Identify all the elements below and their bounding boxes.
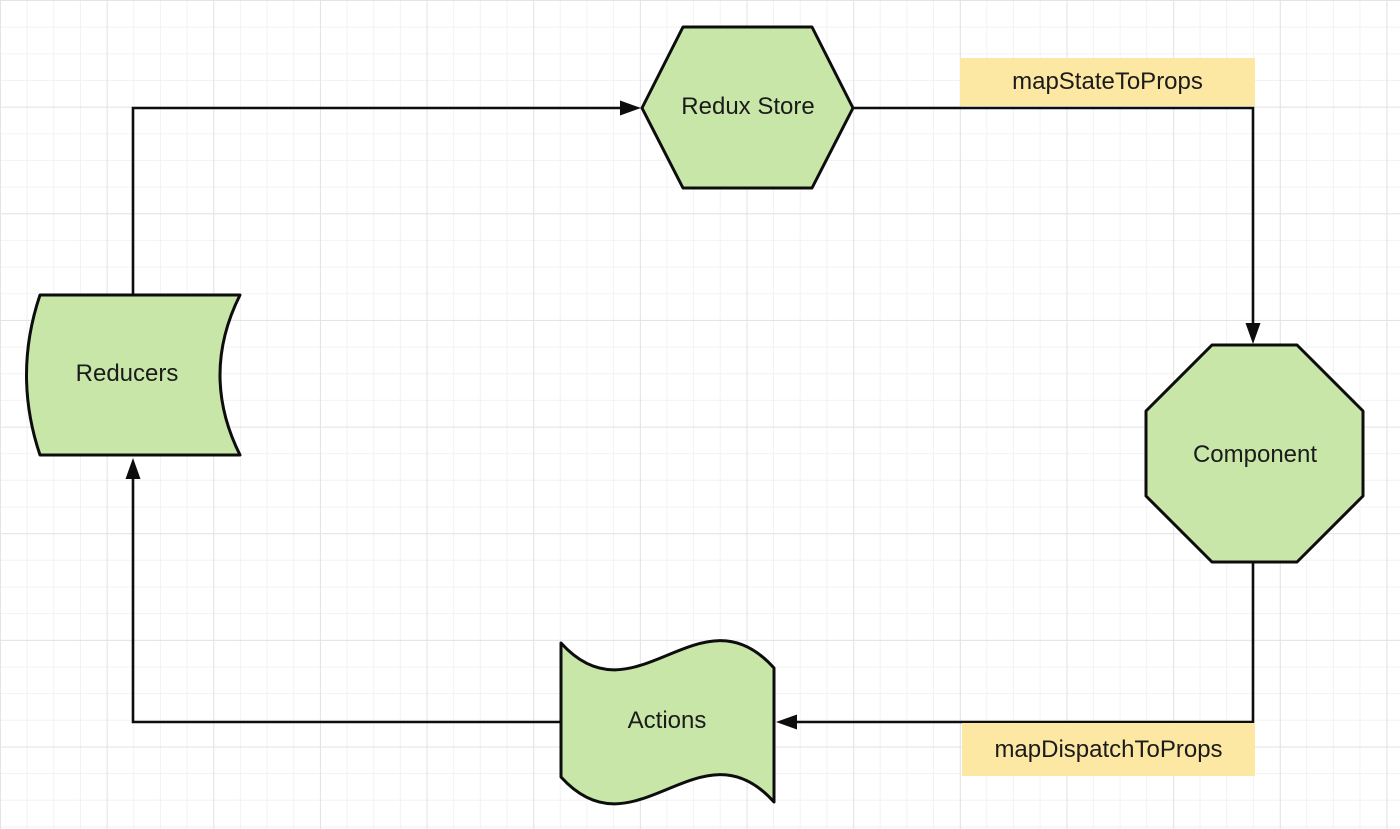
arrowhead-down-icon bbox=[1245, 323, 1261, 344]
edge-label-map-dispatch-to-props: mapDispatchToProps bbox=[962, 723, 1255, 776]
node-redux-store-shape bbox=[640, 25, 855, 190]
node-reducers-shape bbox=[25, 293, 242, 457]
connector-store-to-component bbox=[852, 106, 1261, 344]
node-actions-shape bbox=[559, 639, 776, 806]
edge-label-map-state-to-props: mapStateToProps bbox=[960, 58, 1255, 106]
arrowhead-right-icon bbox=[620, 100, 641, 116]
arrowhead-up-icon bbox=[125, 458, 141, 479]
connector-reducers-to-store bbox=[131, 100, 641, 296]
arrowhead-left-icon bbox=[776, 714, 797, 730]
node-component-shape bbox=[1144, 343, 1365, 564]
connector-actions-to-reducers bbox=[125, 458, 562, 724]
connector-component-to-actions bbox=[776, 561, 1255, 730]
